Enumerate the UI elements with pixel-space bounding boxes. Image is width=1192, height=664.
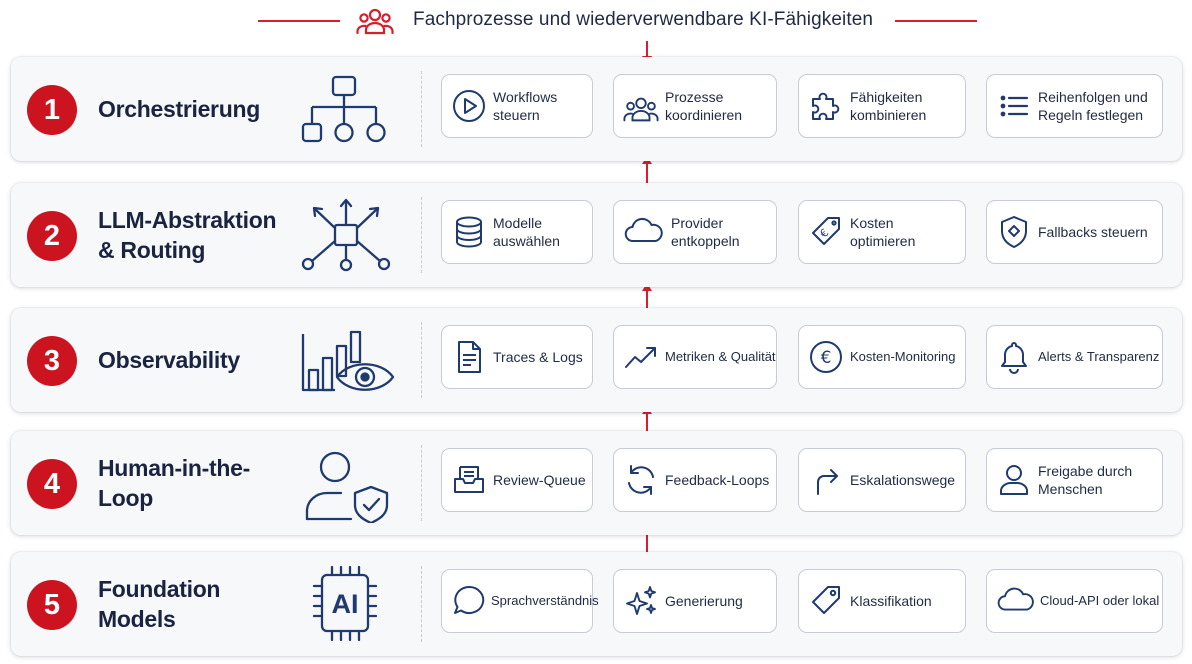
document-icon	[451, 339, 487, 375]
hierarchy-icon	[295, 69, 395, 149]
card-label: Modelle auswählen	[493, 215, 560, 249]
card-eskalationswege: Eskalationswege	[798, 448, 966, 512]
card-label: Prozesse koordinieren	[665, 89, 743, 123]
layer-number-badge: 3	[27, 336, 77, 386]
layer-title: Observability	[98, 347, 240, 373]
tag-icon	[808, 583, 844, 619]
layer-foundation-models: 5 Foundation Models AI Sprachverständnis	[11, 552, 1182, 656]
card-provider-entkoppeln: Provider entkoppeln	[613, 200, 777, 264]
card-label: Traces & Logs	[493, 349, 583, 365]
card-kosten-optimieren: € Kosten optimieren	[798, 200, 966, 264]
card-label: Review-Queue	[493, 472, 586, 488]
card-label: Generierung	[665, 593, 743, 609]
card-label: Metriken & Qualität	[665, 349, 776, 364]
card-label: Cloud-API oder lokal	[1040, 593, 1160, 608]
card-prozesse-koordinieren: Prozesse koordinieren	[613, 74, 777, 138]
layer-title: Human-in-the-Loop	[98, 455, 250, 511]
layer-number-badge: 2	[27, 211, 77, 261]
card-cloud-api-lokal: Cloud-API oder lokal	[986, 569, 1163, 633]
card-freigabe-menschen: Freigabe durch Menschen	[986, 448, 1163, 512]
layer-human-in-the-loop: 4 Human-in-the-Loop Review-Queue	[11, 431, 1182, 535]
layer-observability: 3 Observability Traces & Logs	[11, 308, 1182, 412]
trend-icon	[623, 339, 659, 375]
page-title: Fachprozesse und wiederverwendbare KI-Fä…	[413, 9, 874, 30]
separator	[421, 322, 422, 398]
layer-title: LLM-Abstraktion & Routing	[98, 207, 277, 263]
layer-number-badge: 4	[27, 459, 77, 509]
card-reihenfolgen-regeln: Reihenfolgen und Regeln festlegen	[986, 74, 1163, 138]
card-metriken-qualitaet: Metriken & Qualität	[613, 325, 777, 389]
cloud-icon	[623, 214, 665, 250]
play-icon	[451, 88, 487, 124]
card-traces-logs: Traces & Logs	[441, 325, 593, 389]
people-icon	[623, 88, 659, 124]
card-label: Kosten-Monitoring	[850, 349, 956, 364]
layer-number-badge: 1	[27, 85, 77, 135]
person-icon	[996, 462, 1032, 498]
card-label: Fähigkeiten kombinieren	[850, 89, 927, 123]
card-label: Kosten optimieren	[850, 215, 916, 249]
layer-title: Foundation Models	[98, 576, 221, 632]
euro-coin-icon: €	[808, 339, 844, 375]
card-label: Fallbacks steuern	[1038, 224, 1148, 240]
routing-hub-icon	[295, 195, 395, 275]
card-alerts-transparenz: Alerts & Transparenz	[986, 325, 1163, 389]
card-label: Klassifikation	[850, 593, 932, 609]
card-label: Eskalationswege	[850, 472, 956, 488]
card-label: Reihenfolgen und Regeln festlegen	[1038, 89, 1148, 123]
sparkles-icon	[623, 583, 659, 619]
ai-chip-icon: AI	[295, 564, 395, 644]
cycle-icon	[623, 462, 659, 498]
chart-eye-icon	[295, 320, 395, 400]
separator	[421, 445, 422, 521]
layer-number-badge: 5	[27, 580, 77, 630]
cloud-icon	[996, 583, 1036, 619]
speech-bubble-icon	[451, 583, 487, 619]
card-sprachverstaendnis: Sprachverständnis	[441, 569, 599, 633]
separator	[421, 71, 422, 147]
chip-label: AI	[332, 589, 359, 619]
card-faehigkeiten-kombinieren: Fähigkeiten kombinieren	[798, 74, 966, 138]
card-label: Feedback-Loops	[665, 472, 770, 488]
card-feedback-loops: Feedback-Loops	[613, 448, 777, 512]
shield-icon	[996, 214, 1032, 250]
puzzle-icon	[808, 88, 844, 124]
card-label: Freigabe durch Menschen	[1038, 463, 1133, 497]
card-workflows-steuern: Workflows steuern	[441, 74, 593, 138]
euro-tag-icon: €	[808, 214, 844, 250]
turn-up-arrow-icon	[808, 462, 844, 498]
card-label: Workflows steuern	[493, 89, 558, 123]
bell-icon	[996, 339, 1032, 375]
svg-text:€: €	[821, 348, 832, 368]
card-label: Alerts & Transparenz	[1038, 349, 1160, 364]
card-label: Sprachverständnis	[491, 593, 599, 608]
separator	[421, 197, 422, 273]
user-shield-icon	[295, 443, 395, 523]
card-label: Provider entkoppeln	[671, 215, 740, 249]
people-icon	[356, 6, 394, 36]
card-klassifikation: Klassifikation	[798, 569, 966, 633]
card-generierung: Generierung	[613, 569, 777, 633]
layer-orchestrierung: 1 Orchestrierung Workflows steuern Proze…	[11, 57, 1182, 161]
card-modelle-auswaehlen: Modelle auswählen	[441, 200, 593, 264]
database-icon	[451, 214, 487, 250]
card-fallbacks-steuern: Fallbacks steuern	[986, 200, 1163, 264]
inbox-icon	[451, 462, 487, 498]
header: Fachprozesse und wiederverwendbare KI-Fä…	[0, 0, 1192, 44]
layer-title: Orchestrierung	[98, 96, 260, 122]
card-review-queue: Review-Queue	[441, 448, 593, 512]
list-icon	[996, 88, 1032, 124]
separator	[421, 566, 422, 642]
header-rule-right	[895, 20, 977, 22]
layer-llm-abstraktion: 2 LLM-Abstraktion & Routing Modelle ausw…	[11, 183, 1182, 287]
header-rule-left	[258, 20, 340, 22]
card-kosten-monitoring: € Kosten-Monitoring	[798, 325, 966, 389]
